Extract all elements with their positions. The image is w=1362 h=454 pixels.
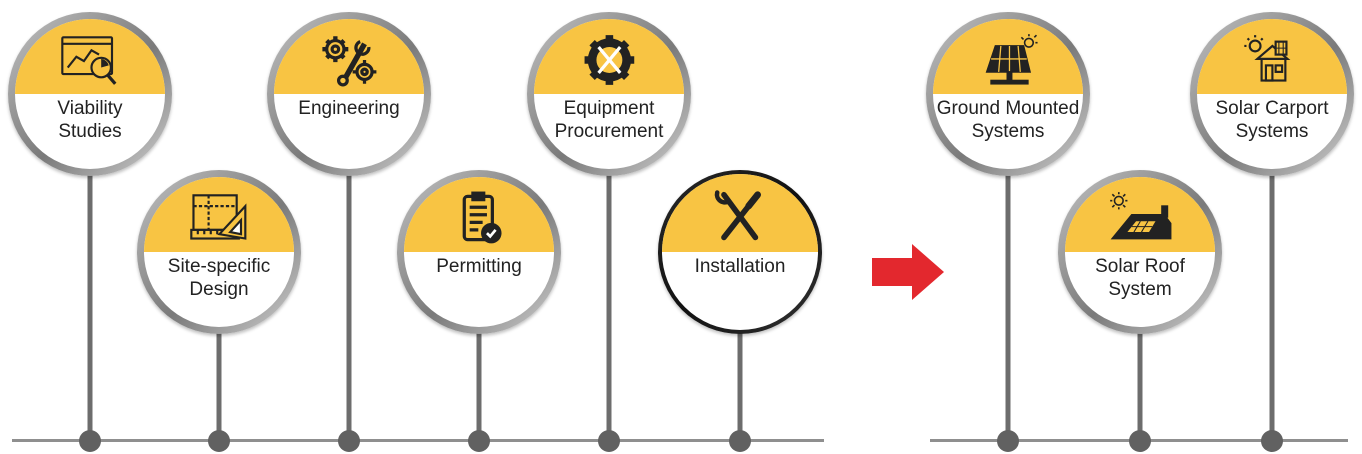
dot-site-design bbox=[208, 430, 230, 452]
node-solar-carport-systems: Solar Carport Systems bbox=[1190, 12, 1354, 176]
node-engineering: Engineering bbox=[267, 12, 431, 176]
node-label: Ground Mounted Systems bbox=[936, 98, 1080, 142]
node-site-specific-design: Site-specific Design bbox=[137, 170, 301, 334]
node-label: Equipment Procurement bbox=[554, 98, 664, 142]
stem-roof bbox=[1137, 320, 1143, 440]
gears-wrench-icon bbox=[274, 33, 424, 87]
timeline-baseline-left bbox=[12, 439, 824, 442]
node-label: Engineering bbox=[298, 98, 400, 119]
ground-panel-icon bbox=[933, 33, 1083, 87]
node-installation: Installation bbox=[658, 170, 822, 334]
dot-viability bbox=[79, 430, 101, 452]
stem-viability bbox=[87, 160, 93, 440]
house-panel-icon bbox=[1197, 33, 1347, 87]
node-permitting: Permitting bbox=[397, 170, 561, 334]
node-label: Installation bbox=[694, 256, 786, 278]
stem-engineering bbox=[346, 160, 352, 440]
stem-installation bbox=[737, 320, 743, 440]
stem-permitting bbox=[476, 320, 482, 440]
stem-procurement bbox=[606, 160, 612, 440]
stem-carport bbox=[1269, 160, 1275, 440]
stem-site-design bbox=[216, 320, 222, 440]
wrench-screwdriver-icon bbox=[662, 188, 818, 244]
clipboard-check-icon bbox=[404, 191, 554, 245]
node-label: Viability Studies bbox=[57, 98, 123, 142]
node-equipment-procurement: Equipment Procurement bbox=[527, 12, 691, 176]
dot-carport bbox=[1261, 430, 1283, 452]
node-solar-roof-system: Solar Roof System bbox=[1058, 170, 1222, 334]
right-arrow-icon bbox=[872, 244, 944, 300]
dot-ground bbox=[997, 430, 1019, 452]
node-label: Site-specific Design bbox=[167, 256, 271, 300]
dot-engineering bbox=[338, 430, 360, 452]
dot-procurement bbox=[598, 430, 620, 452]
dot-installation bbox=[729, 430, 751, 452]
node-label: Permitting bbox=[436, 256, 522, 277]
node-viability-studies: Viability Studies bbox=[8, 12, 172, 176]
chart-magnifier-icon bbox=[15, 33, 165, 87]
roof-panel-icon bbox=[1065, 191, 1215, 245]
node-label: Solar Roof System bbox=[1095, 256, 1185, 300]
node-ground-mounted-systems: Ground Mounted Systems bbox=[926, 12, 1090, 176]
dot-roof bbox=[1129, 430, 1151, 452]
dot-permitting bbox=[468, 430, 490, 452]
gear-tools-icon bbox=[534, 33, 684, 87]
node-label: Solar Carport Systems bbox=[1215, 98, 1329, 142]
stem-ground bbox=[1005, 160, 1011, 440]
blueprint-ruler-icon bbox=[144, 191, 294, 245]
